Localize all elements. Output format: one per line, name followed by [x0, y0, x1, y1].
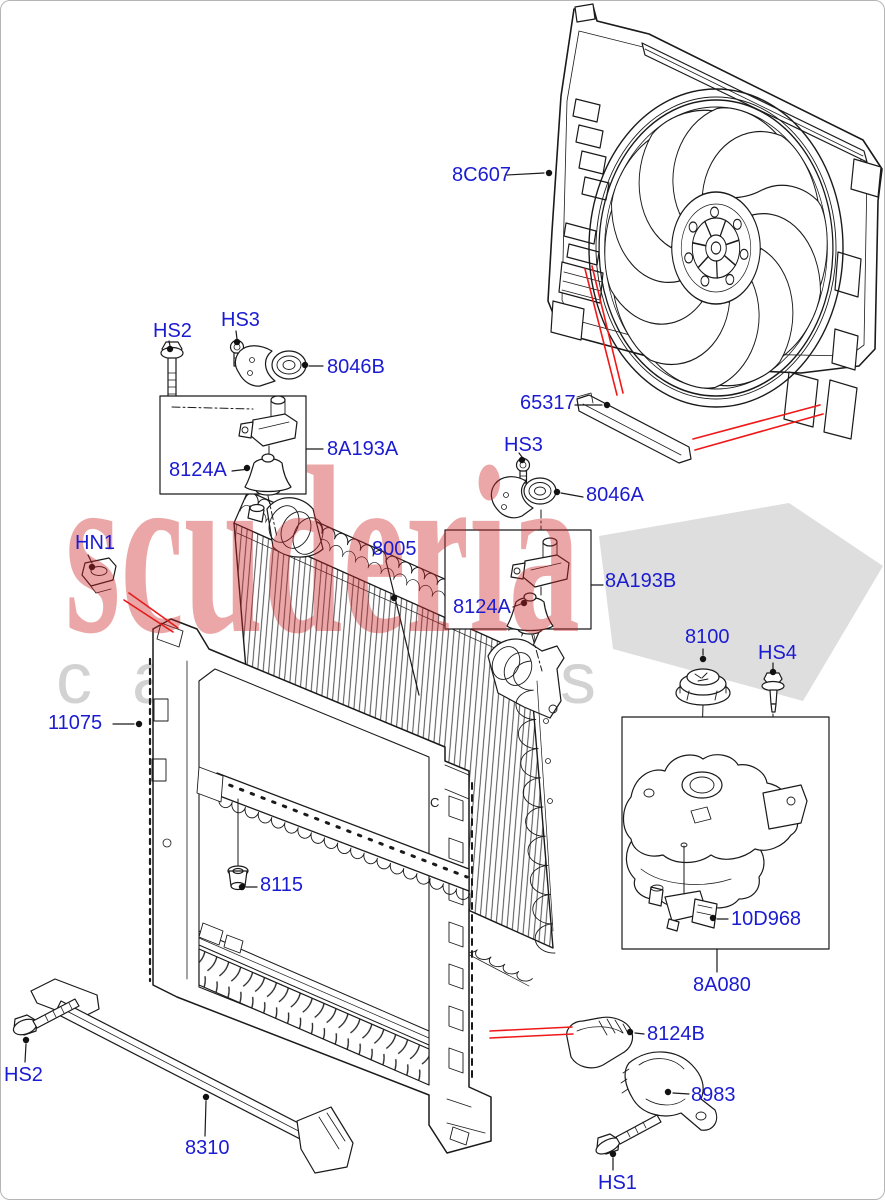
expansion-tank-art[interactable] — [622, 754, 808, 909]
bolt-hs2-bottom-art[interactable] — [11, 998, 80, 1038]
label-8983[interactable]: 8983 — [691, 1084, 736, 1106]
label-8310[interactable]: 8310 — [185, 1137, 230, 1159]
label-HN1[interactable]: HN1 — [75, 532, 116, 554]
leader-hs2-bottom — [22, 1036, 30, 1063]
label-HS4[interactable]: HS4 — [758, 642, 797, 664]
leader-8115 — [238, 883, 258, 891]
expansion-tank-group — [621, 668, 830, 950]
bolt-hs4-art[interactable] — [761, 672, 785, 713]
label-8C607[interactable]: 8C607 — [452, 164, 511, 186]
leader-65317 — [574, 401, 611, 409]
mount-bracket-8a193a-art[interactable] — [238, 395, 298, 457]
fan-hub — [671, 191, 761, 305]
label-HS3-top[interactable]: HS3 — [221, 309, 260, 331]
leader-hs4 — [769, 662, 777, 676]
leader-8310 — [202, 1093, 210, 1137]
leader-8124a-right — [512, 599, 528, 608]
sensor-10d968-art[interactable] — [664, 842, 718, 932]
label-8046A[interactable]: 8046A — [586, 484, 644, 506]
bolt-hs1-art[interactable] — [594, 1114, 662, 1157]
fan-shroud-8c607[interactable] — [547, 3, 883, 440]
shroud-seal-slot-right — [831, 328, 859, 371]
leader-10d968 — [709, 914, 729, 922]
label-11075[interactable]: 11075 — [48, 712, 103, 734]
label-8A080[interactable]: 8A080 — [693, 974, 751, 996]
mounting-frame-11075[interactable] — [148, 618, 492, 1154]
label-8124A-left[interactable]: 8124A — [169, 459, 227, 481]
label-8005[interactable]: 8005 — [372, 538, 417, 560]
shroud-seal-slot-left — [558, 261, 604, 304]
red-callout-lines — [123, 265, 824, 1039]
label-8A193B[interactable]: 8A193B — [605, 570, 677, 592]
bracket-8046b-art[interactable] — [234, 345, 307, 387]
leader-hs2-top — [166, 340, 174, 353]
label-10D968[interactable]: 10D968 — [731, 908, 802, 930]
leader-hn1 — [87, 554, 96, 571]
label-HS2-bottom[interactable]: HS2 — [4, 1064, 43, 1086]
label-8124A-right[interactable]: 8124A — [453, 596, 511, 618]
frame-louver-band — [198, 948, 430, 1086]
air-deflector-8310[interactable] — [30, 978, 354, 1174]
insulator-8124b-art[interactable] — [566, 1016, 634, 1069]
leader-hs3-mid — [518, 452, 526, 464]
cap-8100-art[interactable] — [675, 668, 731, 706]
mount-bracket-8a193b-art[interactable] — [510, 537, 570, 596]
leader-11075 — [112, 720, 143, 728]
label-HS3-mid[interactable]: HS3 — [504, 434, 543, 456]
leader-lines — [22, 169, 777, 1171]
insulator-8124a-right-art[interactable] — [506, 592, 554, 635]
leader-hs3-top — [233, 330, 241, 346]
watermark-brand: scuderia — [65, 417, 580, 683]
insulator-8124a-left-art[interactable] — [244, 453, 292, 496]
label-8046B[interactable]: 8046B — [327, 356, 385, 378]
leader-8983 — [664, 1088, 690, 1096]
label-8124B[interactable]: 8124B — [647, 1023, 705, 1045]
leader-8124b — [626, 1028, 645, 1036]
label-HS1[interactable]: HS1 — [598, 1172, 637, 1194]
checkered-flag-watermark — [599, 503, 883, 701]
leader-8046b — [301, 361, 324, 369]
bracket-8046a-art[interactable] — [490, 476, 557, 519]
label-8115[interactable]: 8115 — [260, 874, 304, 896]
leader-8005 — [385, 560, 420, 696]
cooling-fan — [590, 90, 842, 406]
leader-8124a-left — [231, 464, 251, 472]
leader-8046a — [553, 488, 584, 498]
leader-8100 — [699, 648, 707, 663]
mount-group-right — [444, 457, 592, 672]
label-65317[interactable]: 65317 — [520, 392, 576, 414]
mount-group-left — [159, 339, 307, 538]
seal-strip-65317[interactable] — [576, 392, 692, 464]
molded-letter-mark: C — [430, 795, 439, 810]
label-8A193A[interactable]: 8A193A — [327, 438, 399, 460]
leader-8c607 — [506, 169, 553, 177]
label-8100[interactable]: 8100 — [685, 626, 730, 648]
radiator-top-right-mount — [487, 638, 565, 719]
leader-hs1 — [609, 1150, 617, 1171]
label-HS2-top[interactable]: HS2 — [153, 320, 192, 342]
